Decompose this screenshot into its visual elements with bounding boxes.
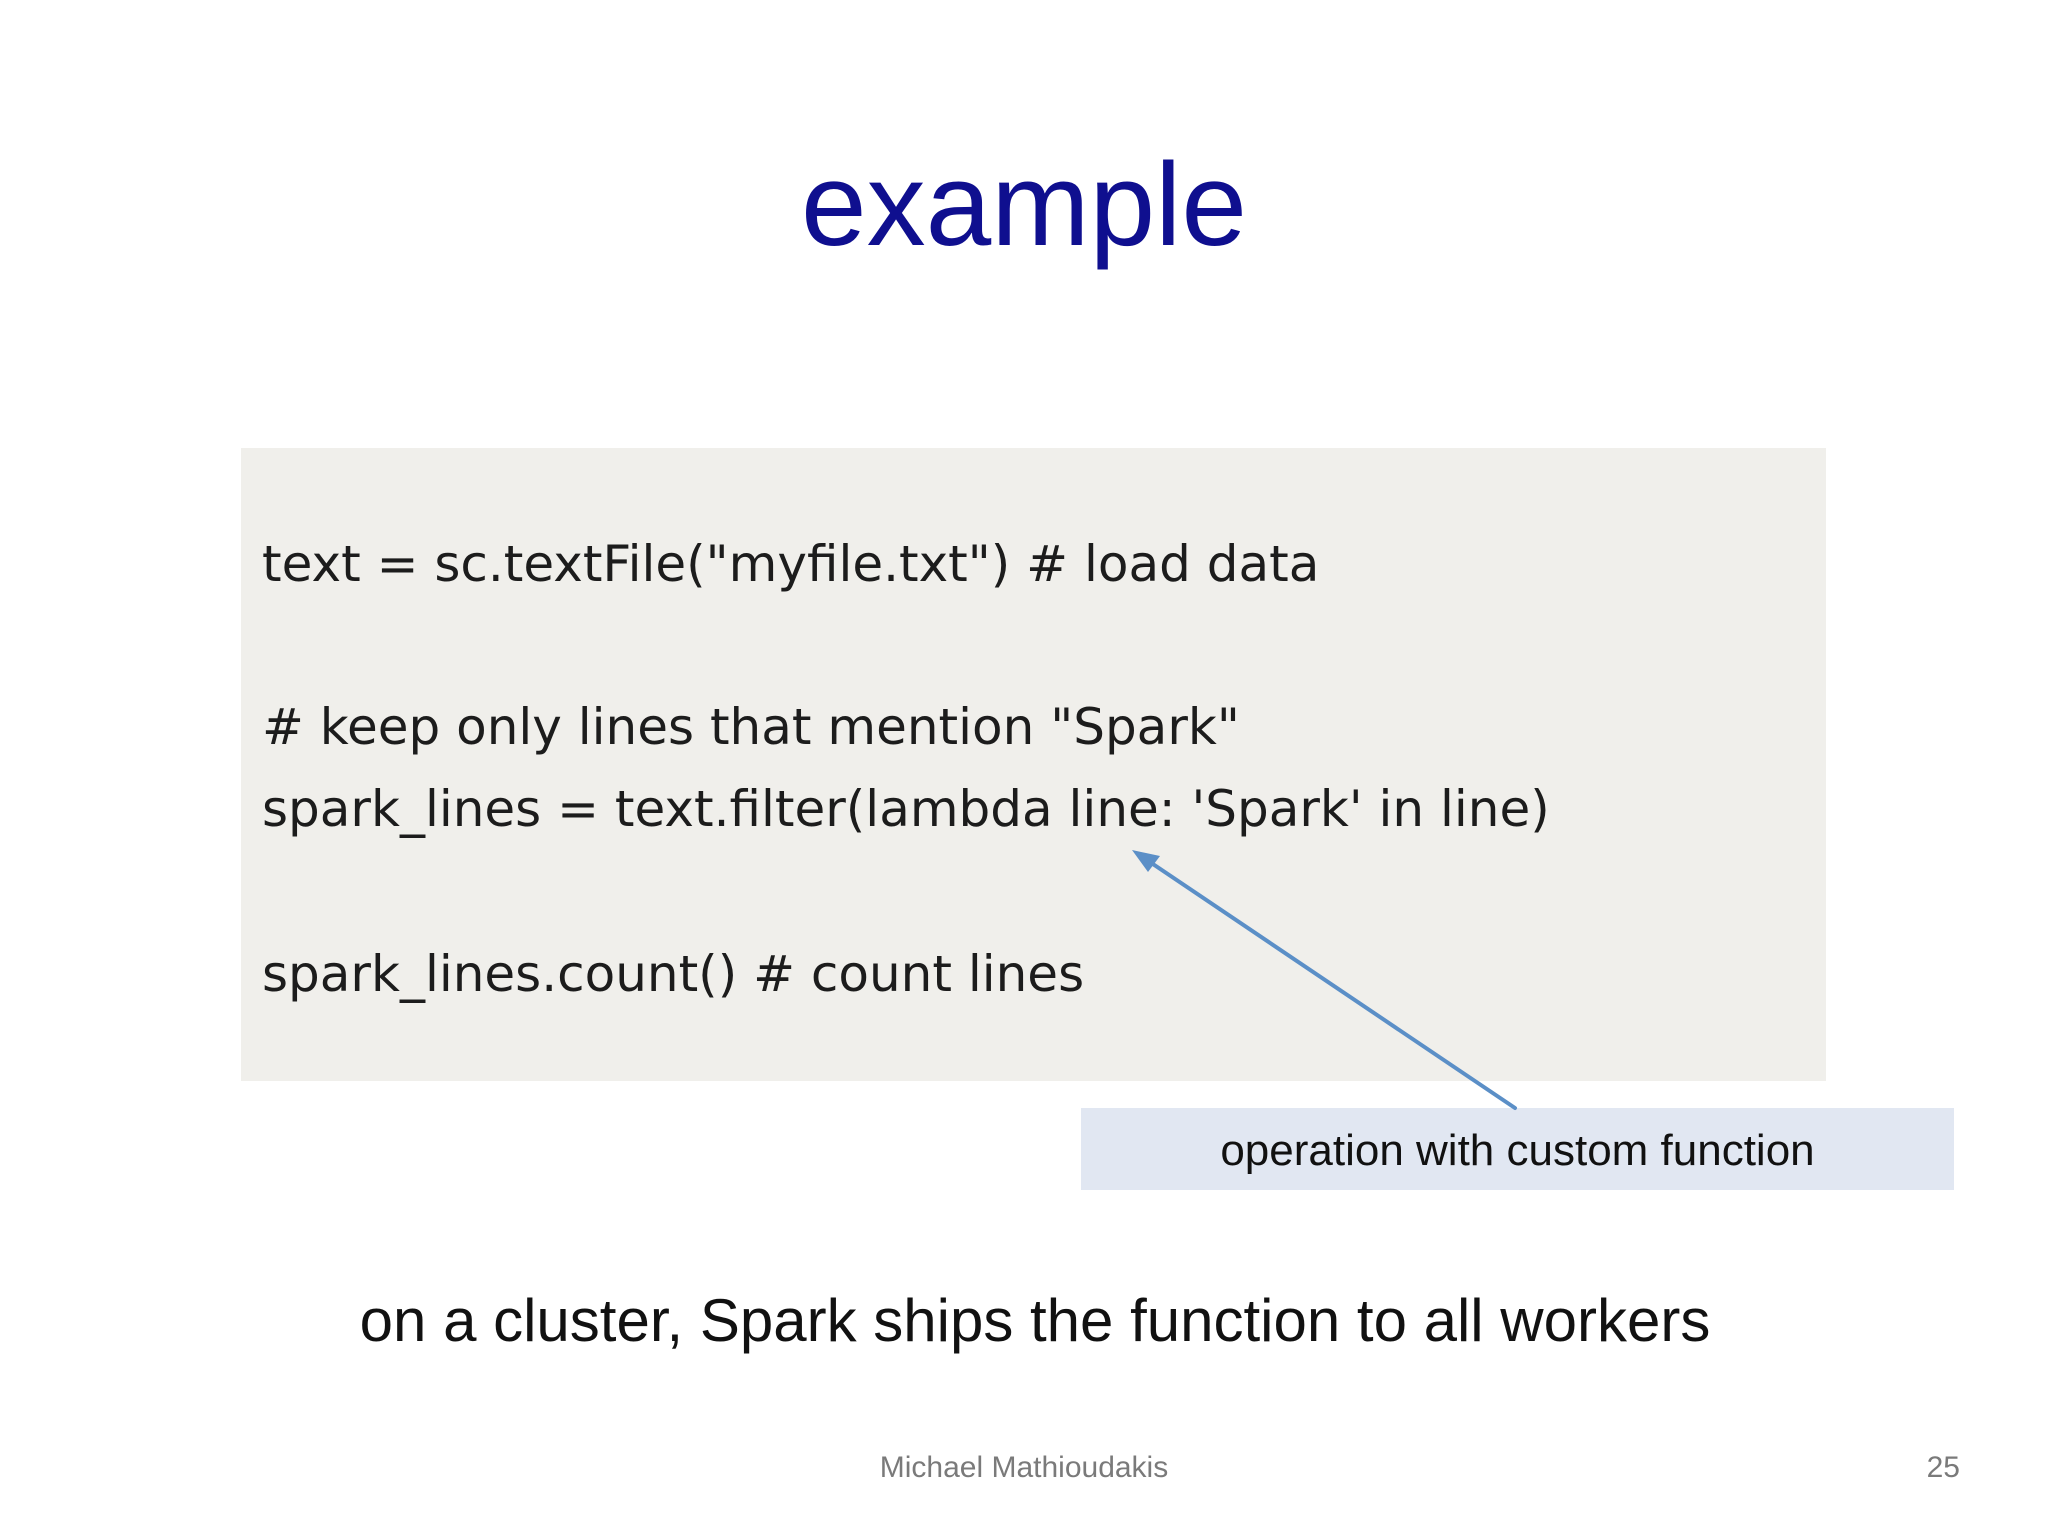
- code-line-comment: # keep only lines that mention "Spark": [262, 698, 1240, 756]
- page-number: 25: [1926, 1451, 1960, 1484]
- callout-box: [1081, 1108, 1954, 1190]
- slide-title: example: [800, 139, 1247, 271]
- code-line-filter: spark_lines = text.filter(lambda line: '…: [262, 780, 1550, 838]
- slide-caption: on a cluster, Spark ships the function t…: [359, 1287, 1711, 1354]
- code-block: [241, 448, 1826, 1081]
- code-line-count: spark_lines.count() # count lines: [262, 945, 1085, 1003]
- footer-author: Michael Mathioudakis: [879, 1451, 1169, 1484]
- code-line-load-data: text = sc.textFile("myfile.txt") # load …: [262, 535, 1320, 593]
- callout-label: operation with custom function: [1220, 1126, 1815, 1175]
